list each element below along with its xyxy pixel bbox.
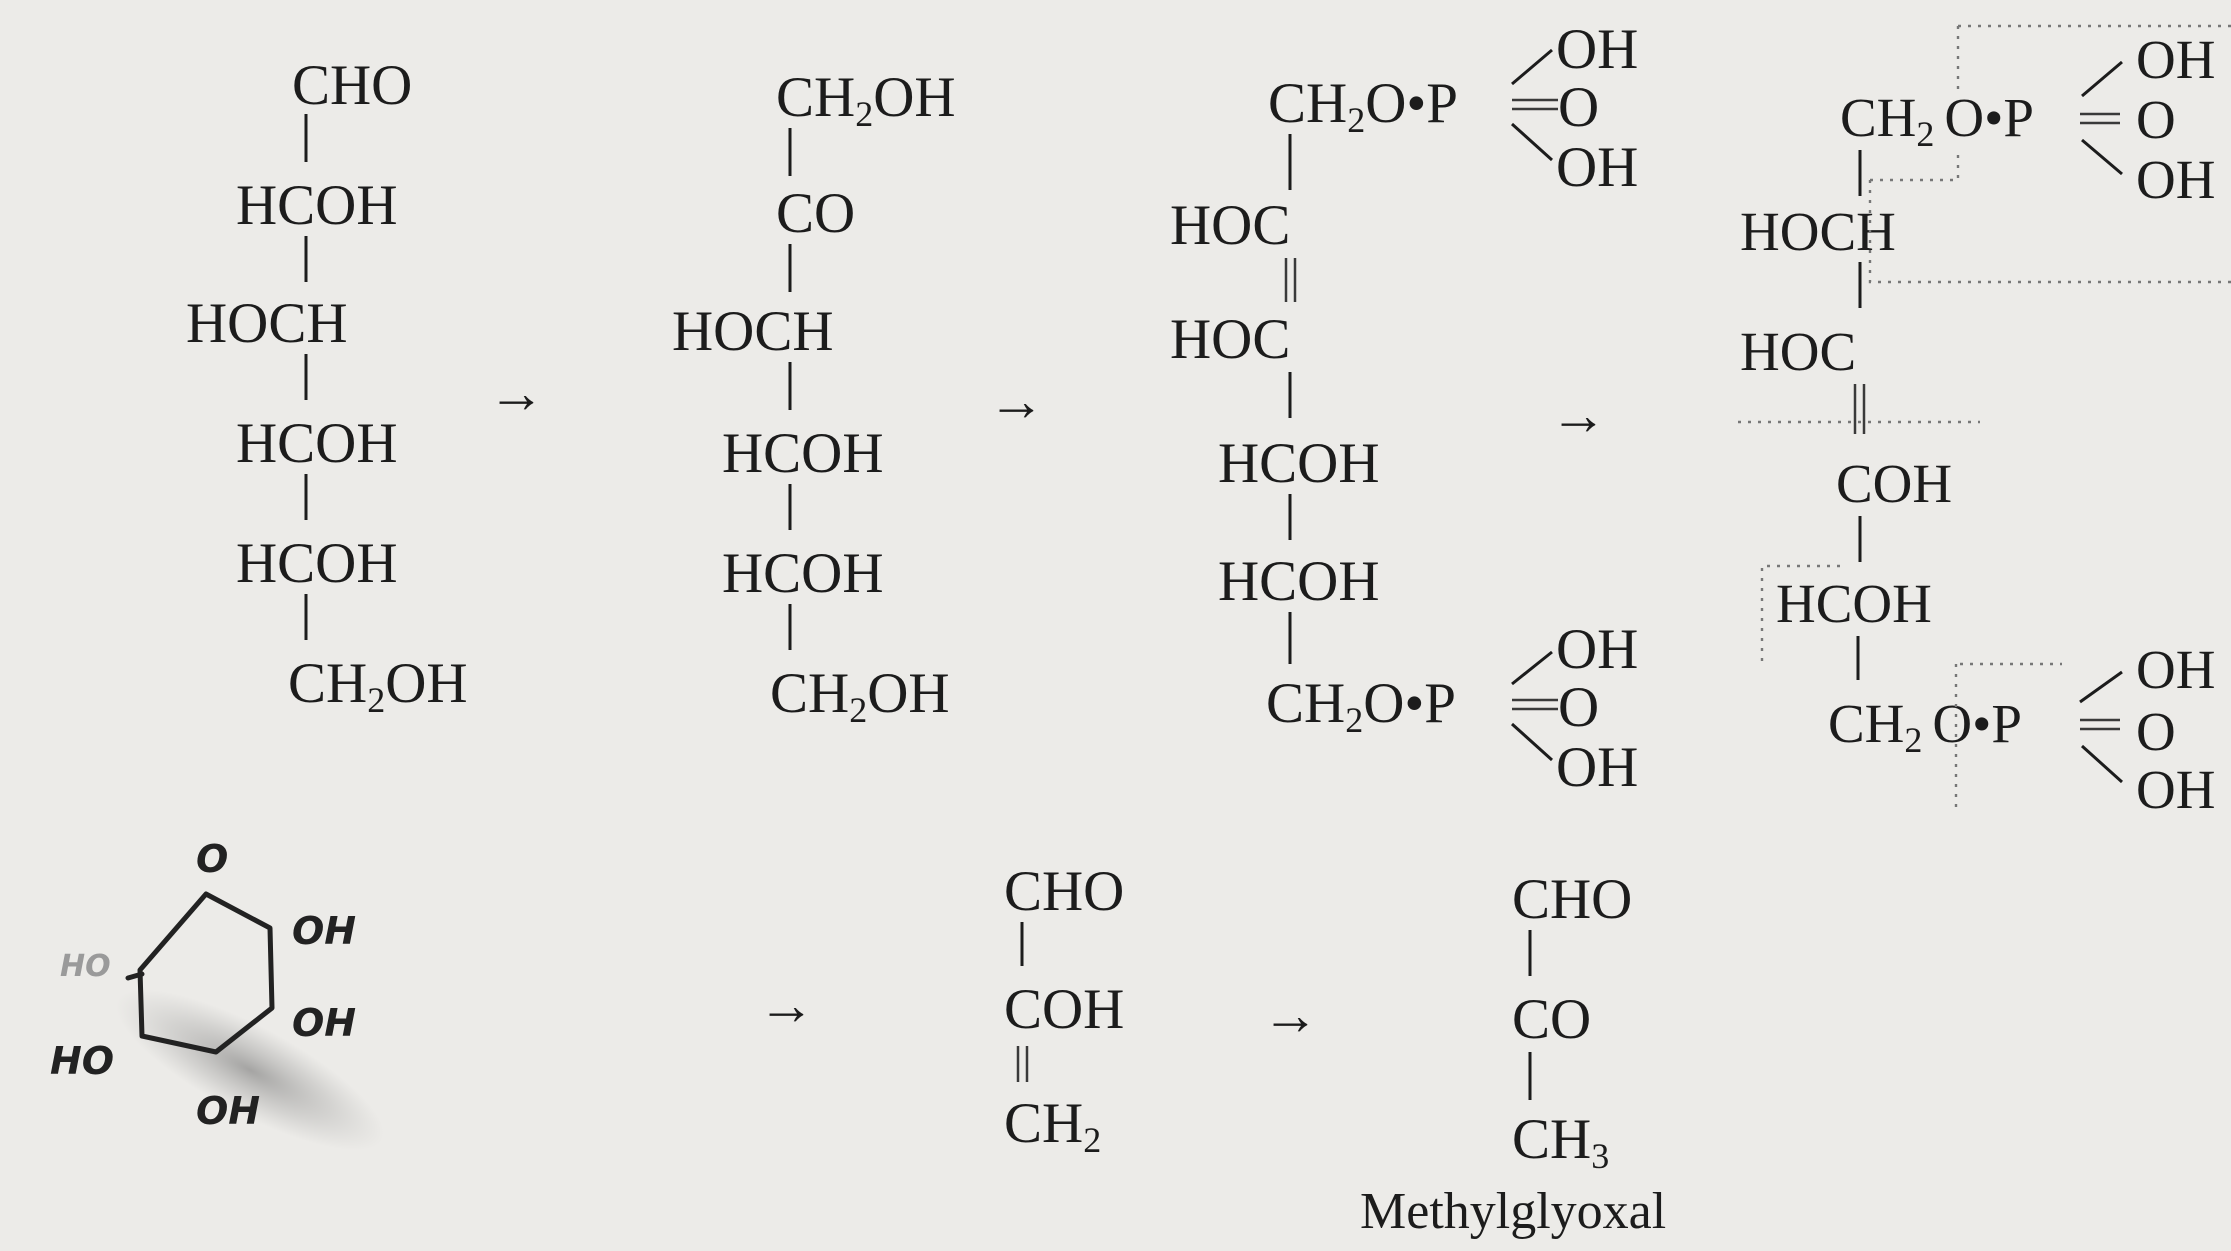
s6-cho: CHO — [1512, 868, 1632, 931]
dotted-boundary — [1870, 152, 1960, 182]
s1-ch2oh: CH2OH — [288, 652, 468, 720]
sketch-ring-o: O — [196, 837, 228, 881]
bond — [2080, 744, 2124, 784]
s2-hoch: HOCH — [672, 300, 834, 363]
sketch-oh-middle: OH — [292, 1001, 356, 1045]
dotted-boundary — [1760, 564, 1840, 662]
s1-hcoh-4: HCOH — [236, 412, 398, 475]
s4-hcoh-5: HCOH — [1776, 573, 1932, 634]
s3-hoc-3: HOC — [1170, 308, 1290, 371]
reaction-arrow: → — [488, 362, 545, 425]
s3-p-o: O — [1558, 76, 1599, 139]
sketch-faint-label: HO — [60, 949, 111, 984]
bond — [1511, 48, 1553, 86]
structure-fructose: CH2OH CO HOCH HCOH HCOH CH2OH — [672, 66, 956, 730]
s1-hcoh-5: HCOH — [236, 532, 398, 595]
structure-methylglyoxal: CHO CO CH3 Methylglyoxal — [1360, 868, 1666, 1240]
methylglyoxal-caption: Methylglyoxal — [1360, 1183, 1666, 1240]
s1-hcoh-2: HCOH — [236, 174, 398, 237]
s4-p-oh-top: OH — [2136, 29, 2215, 90]
s1-hoch-3: HOCH — [186, 292, 348, 355]
s4-bp-o: O — [2136, 701, 2176, 762]
reaction-arrow: → — [1550, 384, 1607, 447]
s4-p-o: O — [2136, 89, 2176, 150]
bond — [1511, 650, 1553, 686]
s2-ch2oh-bottom: CH2OH — [770, 662, 950, 730]
s5-cho: CHO — [1004, 860, 1124, 923]
sketch-oh-bottom: OH — [196, 1089, 260, 1133]
bond — [2081, 60, 2123, 98]
s4-hoch-2: HOCH — [1740, 201, 1896, 262]
s2-ch2oh: CH2OH — [776, 66, 956, 134]
s3-hcoh-5: HCOH — [1218, 550, 1380, 613]
s4-bp-oh-bottom: OH — [2136, 759, 2215, 820]
s4-hoc-3: HOC — [1740, 321, 1856, 382]
ring-outline — [137, 891, 275, 1055]
s3-p-oh-bottom: OH — [1556, 136, 1638, 199]
structure-enol: CHO COH CH2 — [1004, 860, 1124, 1160]
s3-bp-o: O — [1558, 676, 1599, 739]
reaction-arrow: → — [758, 974, 815, 1037]
pencil-smudge — [115, 989, 385, 1151]
s1-cho: CHO — [292, 54, 412, 117]
s2-hcoh-4: HCOH — [722, 422, 884, 485]
structure-enediol-diphosphate: CH2O•P OH O OH HOC HOC HCOH HCOH CH2O•P … — [1170, 18, 1638, 799]
dotted-boundary — [1868, 180, 2231, 284]
s3-bp-oh-top: OH — [1556, 618, 1638, 681]
s2-co: CO — [776, 182, 855, 245]
s3-ch2o-p-bottom: CH2O•P — [1266, 672, 1456, 740]
s3-hoc-2: HOC — [1170, 194, 1290, 257]
reaction-arrow: → — [1262, 984, 1319, 1047]
s3-ch2o-p-top: CH2O•P — [1268, 72, 1458, 140]
s5-coh: COH — [1004, 978, 1124, 1041]
s3-bp-oh-bottom: OH — [1556, 736, 1638, 799]
s6-co: CO — [1512, 988, 1591, 1051]
s5-ch2: CH2 — [1004, 1092, 1101, 1160]
s6-ch3: CH3 — [1512, 1108, 1609, 1176]
sketch-oh-upper: OH — [292, 909, 356, 953]
s4-bp-oh-top: OH — [2136, 639, 2215, 700]
reaction-arrow: → — [988, 370, 1045, 433]
s2-hcoh-5: HCOH — [722, 542, 884, 605]
hand-sketch-ring: O OH OH OH HO HO — [50, 837, 385, 1151]
ring-tick — [125, 971, 145, 981]
s3-hcoh-4: HCOH — [1218, 432, 1380, 495]
structure-glucose: CHO HCOH HOCH HCOH HCOH CH2OH — [186, 54, 468, 720]
s3-p-oh-top: OH — [1556, 18, 1638, 81]
s4-p-oh-bottom: OH — [2136, 149, 2215, 210]
bond — [1510, 722, 1554, 762]
bond — [1510, 122, 1554, 162]
s4-coh-4: COH — [1836, 453, 1952, 514]
bond — [2081, 138, 2123, 176]
sketch-ho-left: HO — [50, 1039, 114, 1083]
bond — [2079, 670, 2123, 704]
